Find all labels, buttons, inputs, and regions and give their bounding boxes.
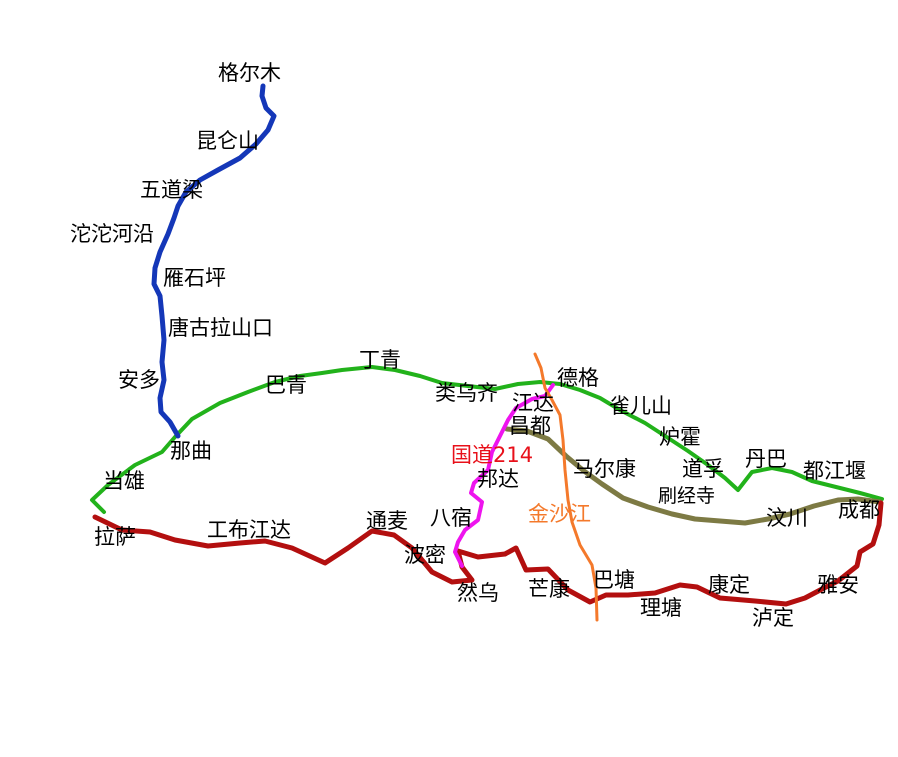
label-jiangda: 江达 [512,391,554,415]
label-dege: 德格 [557,366,599,390]
label-wudaoliang: 五道梁 [140,178,203,202]
national-road-214-line [453,383,555,568]
label-baqing: 巴青 [265,373,307,397]
label-maerkang: 马尔康 [573,457,636,481]
label-dujiangyan: 都江堰 [803,459,866,483]
label-kangding: 康定 [708,573,750,597]
label-yaan: 雅安 [817,573,859,597]
label-luhuo: 炉霍 [659,425,701,449]
label-daofu: 道孚 [682,457,724,481]
label-basu: 八宿 [430,506,472,530]
label-mangkang: 芒康 [528,577,570,601]
label-gongbujiangda: 工布江达 [207,518,291,542]
label-yanshiping: 雁石坪 [163,266,226,290]
label-jinshajiang: 金沙江 [528,502,591,526]
label-wenchuan: 汶川 [766,506,808,530]
label-litang: 理塘 [640,596,682,620]
label-batang: 巴塘 [593,568,635,592]
label-bangda: 邦达 [477,467,519,491]
label-kunlunshan: 昆仑山 [196,129,259,153]
label-lasa: 拉萨 [94,525,136,549]
label-guodao214: 国道214 [451,443,534,467]
label-ranwu: 然乌 [457,581,499,605]
label-naqu: 那曲 [170,439,212,463]
southern-route-line [92,500,884,607]
label-luding: 泸定 [752,606,794,630]
northern-route-line [90,365,884,514]
label-dangxiong: 当雄 [103,469,145,493]
label-anduo: 安多 [118,368,160,392]
label-tongmai: 通麦 [366,509,408,533]
label-danba: 丹巴 [745,447,787,471]
label-changdu: 昌都 [509,414,551,438]
qinghai-tibet-route-line [151,83,277,439]
label-geermu: 格尔木 [218,61,281,85]
jinsha-river-line [533,352,599,622]
label-shuajingsi: 刷经寺 [658,485,716,507]
label-dingqing: 丁青 [359,348,401,372]
label-bomi: 波密 [404,543,446,567]
label-queershan: 雀儿山 [609,394,672,418]
label-chengdu: 成都 [838,498,880,522]
label-tangulashankou: 唐古拉山口 [168,316,273,340]
label-leiwuqi: 类乌齐 [435,381,498,405]
label-tuotuoheyan: 沱沱河沿 [70,222,154,246]
